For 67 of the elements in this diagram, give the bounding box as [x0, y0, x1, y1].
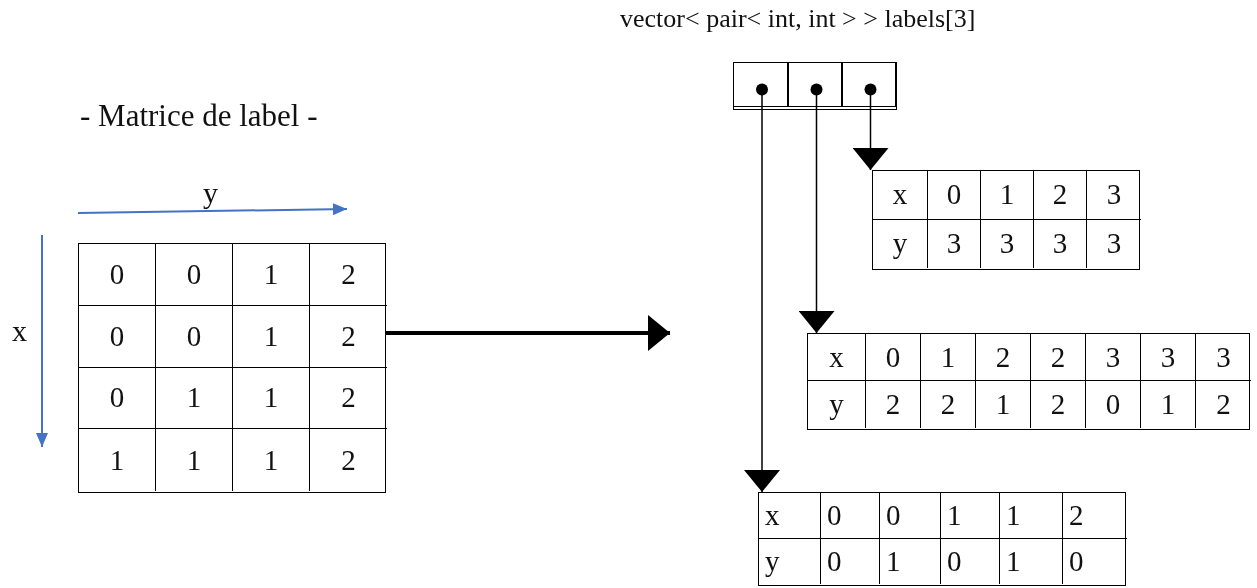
arrow: [386, 315, 670, 351]
table-cell-text: 0: [1068, 543, 1085, 579]
table-cell: 0: [928, 171, 981, 220]
table-cell: 0: [1086, 381, 1141, 428]
array-slot: [787, 61, 842, 107]
table-cell: 2: [1034, 171, 1087, 220]
table-cell-text: 2: [1215, 387, 1232, 422]
table-cell: 1: [233, 305, 310, 368]
array-slot: [732, 61, 788, 107]
table-cell: 2: [310, 305, 387, 368]
table-cell: 2: [310, 244, 387, 306]
heading: - Matrice de label -: [80, 98, 318, 134]
table-cell: 3: [1087, 171, 1141, 220]
table-cell-text: 3: [1105, 226, 1123, 262]
matrix-table: [78, 243, 386, 493]
table-cell: y: [808, 381, 866, 428]
table-cell: 1: [1000, 538, 1063, 584]
table-cell: 1: [1141, 381, 1196, 428]
heading: vector< pair< int, int > > labels[3]: [620, 4, 976, 34]
table-cell: 1: [941, 493, 1000, 539]
table-cell: y: [759, 538, 821, 584]
table-cell: 1: [981, 171, 1034, 220]
array-slot: [841, 61, 896, 107]
table-cell: 1: [156, 429, 233, 491]
table-cell: 3: [981, 219, 1034, 268]
table-cell: 1: [233, 367, 310, 430]
table-cell: 1: [880, 538, 941, 584]
table-cell: 1: [79, 429, 156, 491]
axis-label: x: [12, 314, 27, 348]
table-cell: y: [873, 219, 928, 268]
table-cell: 3: [1196, 334, 1251, 381]
table-cell: 1: [233, 429, 310, 491]
table-cell: 0: [821, 493, 880, 539]
table-cell-text: 2: [340, 442, 357, 478]
table-cell: 0: [79, 244, 156, 306]
table-cell: 1: [233, 244, 310, 306]
table-cell: 3: [1034, 219, 1087, 268]
axis-label: y: [203, 176, 218, 210]
array-box: [733, 62, 897, 110]
table-cell: x: [759, 493, 821, 539]
table-cell: 2: [976, 334, 1031, 381]
table-cell: 0: [79, 305, 156, 368]
table-cell: 2: [866, 381, 921, 428]
table-cell: 3: [1086, 334, 1141, 381]
table-cell: 0: [880, 493, 941, 539]
table-cell: 3: [928, 219, 981, 268]
table-cell: 0: [866, 334, 921, 381]
table-cell: 0: [156, 244, 233, 306]
table-cell: x: [808, 334, 866, 381]
table-cell: 2: [1063, 493, 1127, 539]
table-cell: 1: [156, 367, 233, 430]
table-cell: 0: [941, 538, 1000, 584]
table-cell: 3: [1141, 334, 1196, 381]
table-cell: 0: [156, 305, 233, 368]
table-cell: 2: [1031, 381, 1086, 428]
table-cell: 2: [921, 381, 976, 428]
table-cell: 1: [1000, 493, 1063, 539]
table-cell: 0: [821, 538, 880, 584]
table-cell: 1: [976, 381, 1031, 428]
table-cell: 2: [1031, 334, 1086, 381]
table-cell: 2: [310, 367, 387, 430]
table-cell: 1: [921, 334, 976, 381]
table-cell: x: [873, 171, 928, 220]
table-cell: 0: [79, 367, 156, 430]
pair-table: [758, 492, 1126, 586]
pair-table: [807, 333, 1250, 430]
pair-table: [872, 170, 1140, 270]
